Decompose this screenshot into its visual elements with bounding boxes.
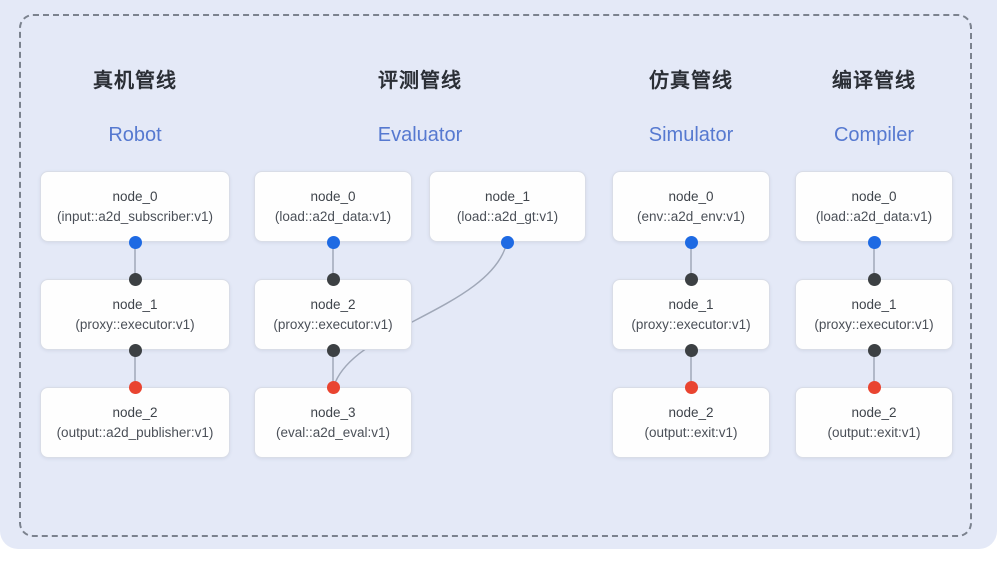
node-name: node_0 bbox=[112, 189, 158, 204]
node-type: (load::a2d_data:v1) bbox=[274, 209, 392, 224]
node-name: node_2 bbox=[310, 297, 356, 312]
node-type: (proxy::executor:v1) bbox=[273, 317, 393, 332]
pipeline-title-en-compiler: Compiler bbox=[833, 124, 915, 146]
pipeline-title-en-simulator: Simulator bbox=[648, 124, 734, 146]
node-name: node_1 bbox=[484, 189, 531, 204]
node-box-robot-node1: node_1 (proxy::executor:v1) bbox=[40, 279, 230, 350]
node-name: node_3 bbox=[310, 405, 356, 420]
node-box-evaluator-node3: node_3 (eval::a2d_eval:v1) bbox=[254, 387, 412, 458]
node-name: node_1 bbox=[112, 297, 158, 312]
pipeline-title-zh-simulator: 仿真管线 bbox=[649, 70, 733, 92]
output-port-dot-black bbox=[128, 343, 142, 357]
node-type: (output::exit:v1) bbox=[827, 425, 921, 440]
input-port-dot-red bbox=[326, 380, 340, 394]
node-name: node_0 bbox=[668, 189, 714, 204]
node-box-compiler-node0: node_0 (load::a2d_data:v1) bbox=[795, 171, 953, 242]
input-port-dot-black bbox=[128, 272, 142, 286]
output-port-dot-black bbox=[867, 343, 881, 357]
output-port-dot-blue bbox=[867, 235, 881, 249]
node-type: (proxy::executor:v1) bbox=[631, 317, 751, 332]
node-box-evaluator-node1: node_1 (load::a2d_gt:v1) bbox=[429, 171, 586, 242]
node-type: (proxy::executor:v1) bbox=[814, 317, 934, 332]
output-port-dot-blue bbox=[326, 235, 340, 249]
output-port-dot-black bbox=[326, 343, 340, 357]
node-box-evaluator-node0: node_0 (load::a2d_data:v1) bbox=[254, 171, 412, 242]
pipeline-title-en-evaluator: Evaluator bbox=[377, 124, 463, 146]
node-type: (output::a2d_publisher:v1) bbox=[56, 425, 214, 440]
pipeline-title-en-robot: Robot bbox=[108, 124, 162, 146]
dashed-border-frame bbox=[19, 14, 972, 537]
output-port-dot-black bbox=[684, 343, 698, 357]
input-port-dot-black bbox=[684, 272, 698, 286]
node-type: (output::exit:v1) bbox=[644, 425, 738, 440]
node-name: node_2 bbox=[668, 405, 714, 420]
node-box-compiler-node1: node_1 (proxy::executor:v1) bbox=[795, 279, 953, 350]
pipeline-title-zh-evaluator: 评测管线 bbox=[378, 70, 462, 92]
node-type: (eval::a2d_eval:v1) bbox=[275, 425, 391, 440]
node-box-evaluator-node2: node_2 (proxy::executor:v1) bbox=[254, 279, 412, 350]
node-type: (proxy::executor:v1) bbox=[75, 317, 195, 332]
output-port-dot-blue bbox=[500, 235, 514, 249]
node-box-compiler-node2: node_2 (output::exit:v1) bbox=[795, 387, 953, 458]
node-name: node_2 bbox=[851, 405, 897, 420]
input-port-dot-red bbox=[684, 380, 698, 394]
node-name: node_1 bbox=[668, 297, 714, 312]
node-type: (env::a2d_env:v1) bbox=[636, 209, 746, 224]
node-name: node_2 bbox=[112, 405, 158, 420]
node-type: (load::a2d_data:v1) bbox=[815, 209, 933, 224]
pipeline-title-zh-robot: 真机管线 bbox=[93, 70, 177, 92]
node-box-simulator-node1: node_1 (proxy::executor:v1) bbox=[612, 279, 770, 350]
node-type: (input::a2d_subscriber:v1) bbox=[56, 209, 214, 224]
node-box-robot-node0: node_0 (input::a2d_subscriber:v1) bbox=[40, 171, 230, 242]
node-name: node_1 bbox=[851, 297, 897, 312]
input-port-dot-red bbox=[867, 380, 881, 394]
input-port-dot-black bbox=[867, 272, 881, 286]
input-port-dot-red bbox=[128, 380, 142, 394]
node-box-robot-node2: node_2 (output::a2d_publisher:v1) bbox=[40, 387, 230, 458]
output-port-dot-blue bbox=[128, 235, 142, 249]
output-port-dot-blue bbox=[684, 235, 698, 249]
node-type: (load::a2d_gt:v1) bbox=[456, 209, 559, 224]
node-name: node_0 bbox=[851, 189, 897, 204]
node-box-simulator-node2: node_2 (output::exit:v1) bbox=[612, 387, 770, 458]
node-box-simulator-node0: node_0 (env::a2d_env:v1) bbox=[612, 171, 770, 242]
pipeline-title-zh-compiler: 编译管线 bbox=[832, 70, 916, 92]
node-name: node_0 bbox=[310, 189, 356, 204]
input-port-dot-black bbox=[326, 272, 340, 286]
